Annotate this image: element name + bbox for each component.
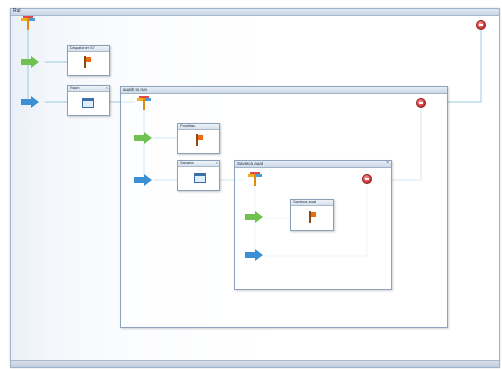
close-icon[interactable]: × (386, 160, 389, 166)
workflow-stop-icon[interactable] (476, 20, 486, 30)
workflow-titlebar[interactable]: Rul (11, 8, 499, 16)
connector-outer-stop-up (446, 24, 482, 103)
sequence-inner-title: Savieca auat (237, 161, 264, 166)
task-log-message-title: Postiltau (180, 123, 196, 128)
sequence-outer-stop-icon[interactable] (416, 98, 426, 108)
workflow-start-icon[interactable] (21, 16, 35, 30)
window-icon (82, 98, 94, 108)
workflow-title: Rul (13, 8, 21, 14)
flag-icon (82, 56, 91, 68)
task-login[interactable]: Rauh × (67, 85, 110, 116)
task-savaria-title: Savaria (180, 160, 194, 165)
sequence-outer-start-icon[interactable] (137, 96, 151, 110)
blue-arrow-icon[interactable] (134, 174, 152, 186)
task-log-message[interactable]: Postiltau (177, 123, 220, 154)
task-inner-flag-title: Savieca auat (293, 199, 317, 204)
window-icon (194, 173, 206, 183)
green-arrow-icon[interactable] (134, 132, 152, 144)
task-inner-flag[interactable]: Savieca auat (290, 199, 334, 231)
task-login-title: Rauh (70, 85, 80, 90)
sequence-inner-stop-icon[interactable] (362, 174, 372, 184)
task-savaria[interactable]: Savaria × (177, 160, 220, 191)
blue-arrow-icon[interactable] (245, 249, 263, 261)
close-icon[interactable]: × (105, 85, 108, 90)
flag-icon (194, 134, 203, 146)
task-event-flag[interactable]: Dispatcher 57 (67, 45, 110, 76)
green-arrow-icon[interactable] (21, 56, 39, 68)
task-event-flag-title: Dispatcher 57 (70, 45, 95, 50)
workflow-bottom-bar (11, 360, 499, 367)
sequence-outer-title: auath to run (123, 87, 148, 92)
green-arrow-icon[interactable] (245, 211, 263, 223)
sequence-inner-start-icon[interactable] (248, 172, 262, 186)
close-icon[interactable]: × (215, 160, 218, 165)
blue-arrow-icon[interactable] (21, 96, 39, 108)
flag-icon (307, 211, 316, 223)
